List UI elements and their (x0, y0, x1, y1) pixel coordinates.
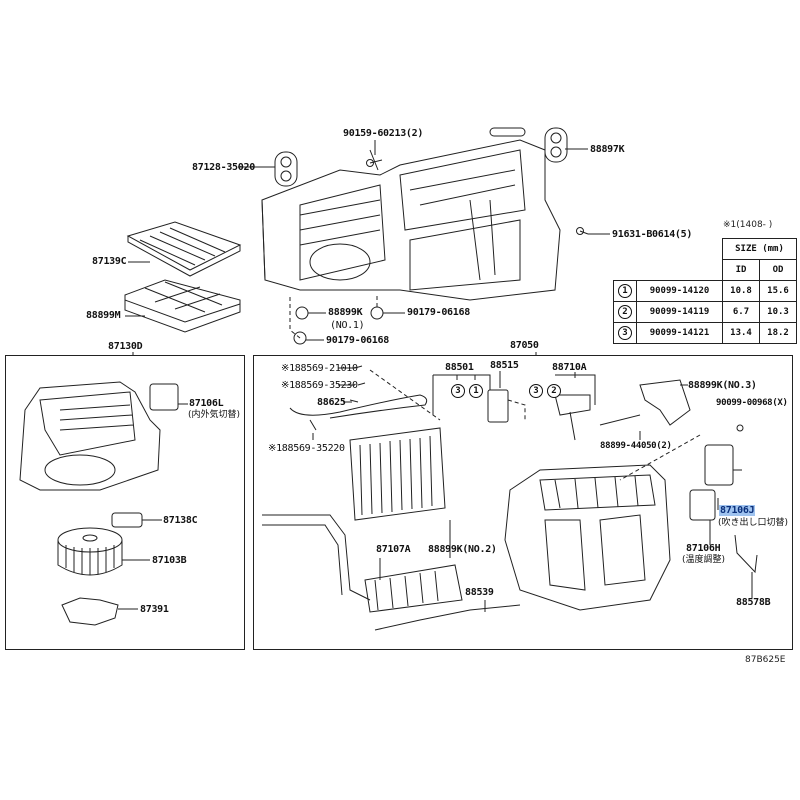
hvac-unit-drawing (261, 127, 561, 301)
label-servo-87106j[interactable]: 87106J (719, 505, 756, 516)
label-orings-88501[interactable]: 88501 (445, 362, 474, 373)
label-seal-88897k[interactable]: 88897K (590, 144, 625, 155)
unit-assembly-panel (253, 355, 793, 650)
row-part[interactable]: 90099-14119 (636, 301, 723, 323)
blower-case-drawing (19, 381, 161, 491)
servo-87106l-drawing (149, 383, 179, 411)
cover-no3-drawing (639, 379, 691, 426)
label-duct-87391[interactable]: 87391 (140, 604, 169, 615)
label-servo-87106l-note: (内外気切替) (188, 410, 241, 420)
label-clip-no2[interactable]: 88899K(NO.2) (428, 544, 497, 555)
label-clip-note: (NO.1) (330, 320, 365, 331)
label-sensor-35220[interactable]: ※188569-35220 (268, 443, 345, 454)
label-clip-88899k[interactable]: 88899K (328, 307, 363, 318)
row-id: 6.7 (722, 301, 760, 323)
row-od: 10.3 (759, 301, 797, 323)
col-od: OD (759, 259, 797, 281)
blower-motor-drawing (57, 527, 150, 576)
seal-right-drawing (544, 127, 568, 163)
label-valve-88515[interactable]: 88515 (490, 360, 519, 371)
label-motor-87103b[interactable]: 87103B (152, 555, 187, 566)
label-filter-cover-88899m[interactable]: 88899M (86, 310, 121, 321)
duct-87391-drawing (61, 597, 138, 626)
heater-pipes-drawing (262, 514, 371, 601)
row-number: 2 (618, 305, 632, 319)
tube-88710a-drawing (554, 394, 591, 441)
row-id: 10.8 (722, 280, 760, 302)
blower-assembly-panel (5, 355, 245, 650)
oring-callout: 3 (529, 384, 543, 398)
label-blower-assy-87130d[interactable]: 87130D (108, 341, 143, 352)
label-nut-90179-right[interactable]: 90179-06168 (407, 307, 470, 318)
label-sensor-35230[interactable]: ※188569-35230 (281, 380, 358, 391)
label-heater-core-87107a[interactable]: 87107A (376, 544, 411, 555)
col-id: ID (722, 259, 760, 281)
oring-callout: 1 (469, 384, 483, 398)
row-number: 1 (618, 284, 632, 298)
rod-88578b-drawing (734, 534, 758, 574)
label-rod-88578b[interactable]: 88578B (736, 597, 771, 608)
filter-cover-drawing (124, 279, 241, 333)
label-resistor-87138c[interactable]: 87138C (163, 515, 198, 526)
label-tube-88710a[interactable]: 88710A (552, 362, 587, 373)
size-header: SIZE (mm) (722, 238, 797, 260)
label-pipe-88539[interactable]: 88539 (465, 587, 494, 598)
label-harness-88625[interactable]: 88625 (317, 397, 346, 408)
pipe-88539-drawing (374, 604, 521, 631)
evaporator-drawing (349, 427, 446, 521)
label-servo-87106l[interactable]: 87106L (189, 398, 224, 409)
label-screw-91631[interactable]: 91631-B0614(5) (612, 229, 693, 240)
valve-88515-drawing (487, 389, 509, 423)
label-seal-87128[interactable]: 87128-35020 (192, 162, 255, 173)
seal-left-drawing (274, 151, 298, 187)
row-number: 3 (618, 326, 632, 340)
row-id: 13.4 (722, 322, 760, 344)
servo-87106j-drawing (704, 444, 734, 486)
filter-drawing (126, 221, 242, 277)
label-unit-assy-87050[interactable]: 87050 (510, 340, 539, 351)
label-filter-87139c[interactable]: 87139C (92, 256, 127, 267)
label-cover-no3[interactable]: 88899K(NO.3) (688, 380, 757, 391)
heater-core-drawing (364, 564, 463, 613)
label-servo-87106j-note: (吹き出し口切替) (718, 518, 789, 528)
row-od: 18.2 (759, 322, 797, 344)
label-nut-90179-bottom[interactable]: 90179-06168 (326, 335, 389, 346)
bolt-drawing (599, 414, 641, 426)
row-part[interactable]: 90099-14120 (636, 280, 723, 302)
label-screw-90099[interactable]: 90099-00968(X) (716, 398, 788, 408)
label-bolt-90159[interactable]: 90159-60213(2) (343, 128, 424, 139)
oring-callout: 3 (451, 384, 465, 398)
size-table-note: ※1(1408- ) (723, 220, 773, 230)
label-sensor-21010[interactable]: ※188569-21010 (281, 363, 358, 374)
row-part[interactable]: 90099-14121 (636, 322, 723, 344)
label-bolt-88899[interactable]: 88899-44050(2) (600, 441, 672, 451)
label-servo-87106h[interactable]: 87106H (686, 543, 721, 554)
sensor-drawings (309, 365, 366, 431)
diagram-code: 87B625E (745, 655, 786, 665)
hvac-unit-right-drawing (504, 464, 671, 611)
servo-87106h-drawing (689, 489, 716, 521)
oring-callout: 2 (547, 384, 561, 398)
label-servo-87106h-note: (温度調整) (682, 555, 726, 565)
harness-88625-drawing (289, 394, 428, 419)
row-od: 15.6 (759, 280, 797, 302)
